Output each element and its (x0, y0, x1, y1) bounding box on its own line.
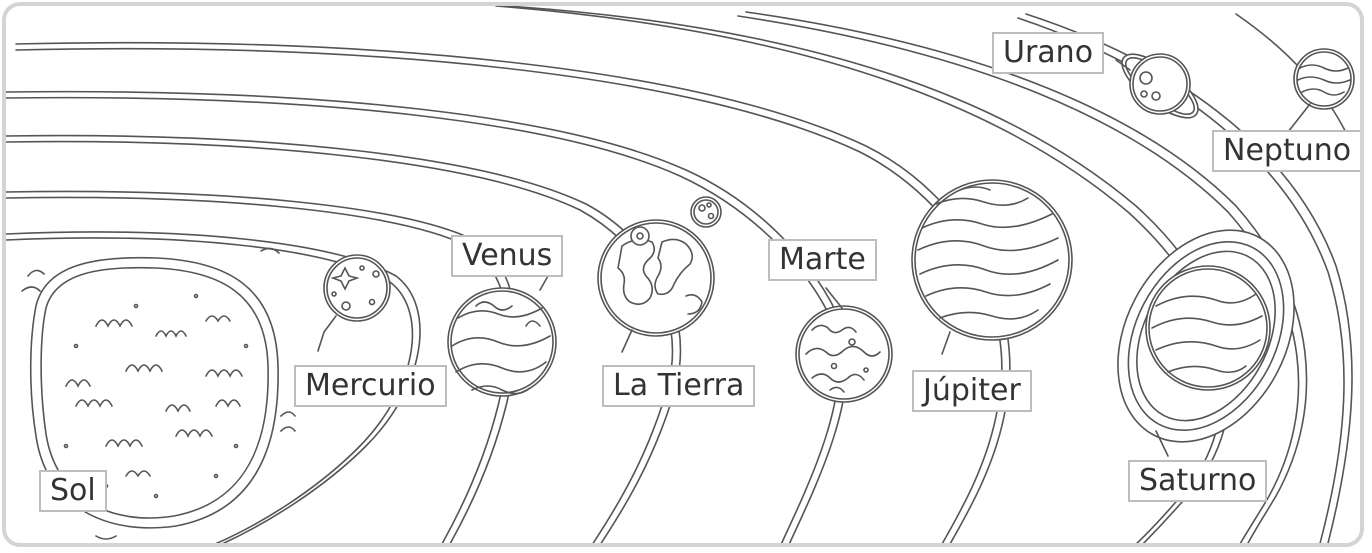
saturn-drawing (1117, 229, 1295, 457)
jupiter-drawing (911, 179, 1073, 355)
venus-drawing (447, 275, 557, 397)
label-neptune: Neptuno (1212, 130, 1360, 172)
label-earth: La Tierra (602, 365, 756, 407)
orbit-jupiter (15, 41, 1011, 543)
orbit-mars (6, 90, 849, 543)
solar-system-illustration (6, 6, 1360, 543)
sun-drawing (21, 247, 296, 540)
orbit-mercury (6, 231, 421, 543)
label-uranus: Urano (992, 32, 1105, 74)
label-mars: Marte (768, 239, 877, 281)
label-saturn: Saturno (1128, 460, 1268, 502)
label-sun: Sol (39, 470, 107, 512)
earth-drawing (597, 196, 722, 353)
label-venus: Venus (451, 235, 564, 277)
mercury-drawing (317, 254, 391, 352)
diagram-frame: Sol Mercurio Venus La Tierra Marte Júpit… (2, 2, 1364, 547)
mars-drawing (795, 287, 893, 403)
orbit-earth (6, 134, 682, 543)
uranus-drawing (1115, 53, 1199, 119)
label-jupiter: Júpiter (912, 370, 1032, 412)
neptune-drawing (1287, 48, 1355, 133)
label-mercury: Mercurio (294, 365, 447, 407)
